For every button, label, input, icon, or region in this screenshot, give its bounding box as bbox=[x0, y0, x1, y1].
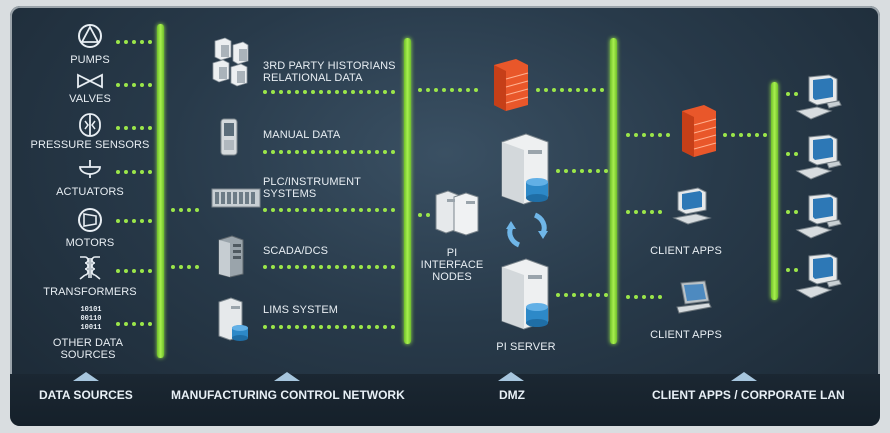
plc-rack-icon bbox=[211, 188, 261, 208]
laptop-icon bbox=[676, 280, 712, 314]
footer-data-sources: DATA SOURCES bbox=[39, 388, 133, 402]
connector bbox=[556, 293, 612, 297]
caret-up-icon bbox=[498, 372, 524, 381]
sync-arrows-icon bbox=[506, 212, 548, 248]
mfg-label-historians: 3RD PARTY HISTORIANS RELATIONAL DATA bbox=[263, 60, 396, 84]
client-apps-label: CLIENT APPS bbox=[650, 245, 722, 257]
lims-server-icon bbox=[218, 297, 248, 341]
desktop-computer-icon bbox=[672, 187, 712, 225]
valve-icon bbox=[77, 73, 103, 89]
source-label-actuators: ACTUATORS bbox=[56, 186, 124, 198]
source-label-pressure-sensors: PRESSURE SENSORS bbox=[30, 139, 150, 151]
connector bbox=[536, 88, 608, 92]
footer-manufacturing-network: MANUFACTURING CONTROL NETWORK bbox=[171, 388, 405, 402]
connector bbox=[418, 213, 434, 217]
connector bbox=[116, 40, 156, 44]
pi-server-icon bbox=[501, 258, 549, 330]
mfg-label-lims: LIMS SYSTEM bbox=[263, 304, 339, 316]
connector bbox=[626, 210, 666, 214]
connector bbox=[418, 88, 482, 92]
workstation-icon bbox=[795, 253, 842, 299]
pump-icon bbox=[78, 24, 102, 48]
connector bbox=[723, 133, 771, 137]
workstation-icon bbox=[795, 134, 842, 180]
firewall-icon bbox=[682, 105, 717, 157]
binary-row: 10011 bbox=[80, 324, 102, 332]
bus-manufacturing-right bbox=[404, 38, 411, 344]
connector bbox=[263, 265, 399, 269]
source-label-valves: VALVES bbox=[69, 93, 111, 105]
caret-up-icon bbox=[274, 372, 300, 381]
source-label-other-data-sources: OTHER DATA SOURCES bbox=[52, 337, 124, 361]
pi-server-label: PI SERVER bbox=[496, 341, 556, 353]
source-label-pumps: PUMPS bbox=[70, 54, 110, 66]
footer-corporate-lan: CLIENT APPS / CORPORATE LAN bbox=[652, 388, 845, 402]
firewall-icon bbox=[494, 59, 529, 111]
interface-nodes-icon bbox=[435, 190, 479, 236]
client-apps-label: CLIENT APPS bbox=[650, 329, 722, 341]
connector bbox=[116, 83, 156, 87]
workstation-icon bbox=[795, 74, 842, 120]
connector bbox=[263, 325, 399, 329]
pi-server-icon bbox=[501, 133, 549, 205]
pressure-sensor-icon bbox=[79, 113, 101, 137]
connector bbox=[786, 92, 802, 96]
connector bbox=[263, 90, 399, 94]
caret-up-icon bbox=[731, 372, 757, 381]
source-label-transformers: TRANSFORMERS bbox=[43, 286, 137, 298]
network-diagram-panel bbox=[10, 6, 880, 426]
caret-up-icon bbox=[73, 372, 99, 381]
actuator-icon bbox=[79, 160, 101, 178]
handheld-device-icon bbox=[220, 118, 238, 156]
pi-interface-nodes-label: PI INTERFACE NODES bbox=[420, 247, 484, 283]
bus-corporate bbox=[771, 82, 778, 300]
connector bbox=[786, 268, 802, 272]
connector bbox=[116, 269, 156, 273]
connector bbox=[116, 126, 156, 130]
bus-dmz bbox=[610, 38, 617, 344]
connector bbox=[786, 210, 802, 214]
connector bbox=[626, 295, 666, 299]
source-label-motors: MOTORS bbox=[65, 237, 115, 249]
motor-icon bbox=[78, 208, 102, 232]
workstation-icon bbox=[795, 193, 842, 239]
connector bbox=[263, 208, 399, 212]
transformer-icon bbox=[79, 256, 101, 280]
connector bbox=[116, 219, 156, 223]
connector bbox=[171, 265, 203, 269]
mfg-label-plc: PLC/INSTRUMENT SYSTEMS bbox=[263, 176, 361, 200]
scada-server-icon bbox=[218, 235, 244, 278]
connector bbox=[626, 133, 674, 137]
footer-dmz: DMZ bbox=[499, 388, 525, 402]
connector bbox=[116, 322, 156, 326]
historian-servers-icon bbox=[212, 37, 249, 87]
connector bbox=[556, 169, 612, 173]
binary-data-icon: 10101 00110 10011 bbox=[76, 306, 106, 333]
mfg-label-scada: SCADA/DCS bbox=[263, 245, 329, 257]
bus-manufacturing-left bbox=[157, 24, 164, 358]
mfg-label-manual-data: MANUAL DATA bbox=[263, 129, 341, 141]
connector bbox=[786, 152, 802, 156]
binary-row: 00110 bbox=[80, 315, 102, 323]
connector bbox=[116, 170, 156, 174]
binary-row: 10101 bbox=[80, 306, 102, 314]
footer-band bbox=[10, 374, 880, 426]
connector bbox=[171, 208, 203, 212]
connector bbox=[263, 150, 399, 154]
